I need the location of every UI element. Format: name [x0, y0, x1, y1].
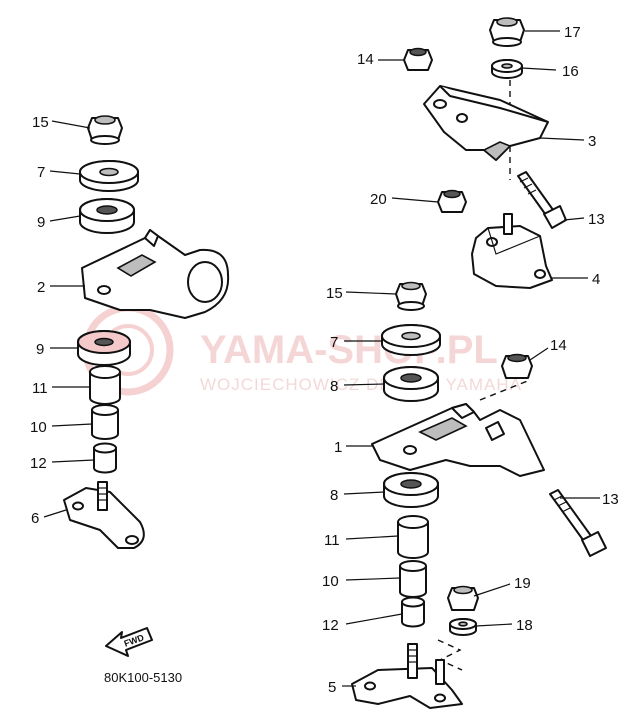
part-9-grommet-lower [77, 330, 131, 366]
part-7-washer-right [381, 324, 441, 356]
callout-8-lower: 8 [330, 487, 338, 504]
part-2-bracket [81, 229, 230, 319]
forward-arrow-icon: FWD [105, 627, 153, 657]
callout-12-left: 12 [30, 455, 47, 472]
callout-18: 18 [516, 617, 533, 634]
callout-11-right: 11 [324, 532, 340, 549]
centerline-14 [479, 379, 531, 401]
part-4-rubber-mount [471, 213, 553, 289]
centerline-lower [437, 639, 463, 671]
part-10-collar-left [91, 404, 119, 440]
part-8-grommet-lower [383, 472, 439, 508]
callout-14-upper: 14 [357, 51, 374, 68]
callout-13-lower: 13 [602, 491, 619, 508]
part-9-grommet-upper [79, 198, 135, 234]
callout-5: 5 [328, 679, 336, 696]
part-14-nut-lower [501, 353, 533, 379]
part-11-collar-right [397, 515, 429, 559]
part-11-collar-left [89, 365, 121, 405]
callout-8-upper: 8 [330, 378, 338, 395]
part-6-base-plate [63, 481, 145, 549]
part-12-collar-right [401, 596, 425, 628]
callout-9-upper: 9 [37, 214, 45, 231]
callout-14-lower: 14 [550, 337, 567, 354]
watermark-text: YAMA-SHOP.PL [200, 328, 498, 372]
callout-17: 17 [564, 24, 581, 41]
left-leaders [43, 120, 95, 518]
callout-2: 2 [37, 279, 45, 296]
callout-15-right: 15 [326, 285, 343, 302]
callout-7-left: 7 [37, 164, 45, 181]
callout-6: 6 [31, 510, 39, 527]
part-15-nut-right [395, 281, 427, 311]
part-7-washer-left [79, 160, 139, 192]
part-8-grommet-upper [383, 366, 439, 402]
part-14-nut-upper [403, 47, 433, 71]
callout-15-left: 15 [32, 114, 49, 131]
part-3-bracket [423, 85, 549, 162]
callout-9-lower: 9 [36, 341, 44, 358]
part-12-collar-left [93, 442, 117, 474]
part-20-nut [437, 189, 467, 213]
callout-10-right: 10 [322, 573, 339, 590]
part-5-base-plate [351, 643, 463, 709]
callout-13-upper: 13 [588, 211, 605, 228]
callout-3: 3 [588, 133, 596, 150]
callout-4: 4 [592, 271, 600, 288]
callout-7-right: 7 [330, 334, 338, 351]
part-16-washer [491, 59, 523, 79]
part-1-bracket [371, 403, 545, 477]
callout-16: 16 [562, 63, 579, 80]
part-18-washer [449, 618, 477, 636]
callout-11-left: 11 [32, 380, 48, 397]
right-leaders [342, 30, 600, 687]
callout-19: 19 [514, 575, 531, 592]
part-19-nut [447, 585, 479, 611]
diagram-code: 80K100-5130 [104, 670, 182, 685]
part-15-nut-left [87, 115, 123, 145]
watermark: YAMA-SHOP.PL WOJCIECHOWICZ DEALER YAMAHA [82, 304, 521, 396]
part-13-bolt-upper [517, 171, 567, 229]
callout-20: 20 [370, 191, 387, 208]
callout-10-left: 10 [30, 419, 47, 436]
callout-12-right: 12 [322, 617, 339, 634]
callout-1: 1 [334, 439, 342, 456]
part-17-nut [489, 17, 525, 47]
part-10-collar-right [399, 560, 427, 598]
part-13-bolt-lower [549, 489, 607, 557]
